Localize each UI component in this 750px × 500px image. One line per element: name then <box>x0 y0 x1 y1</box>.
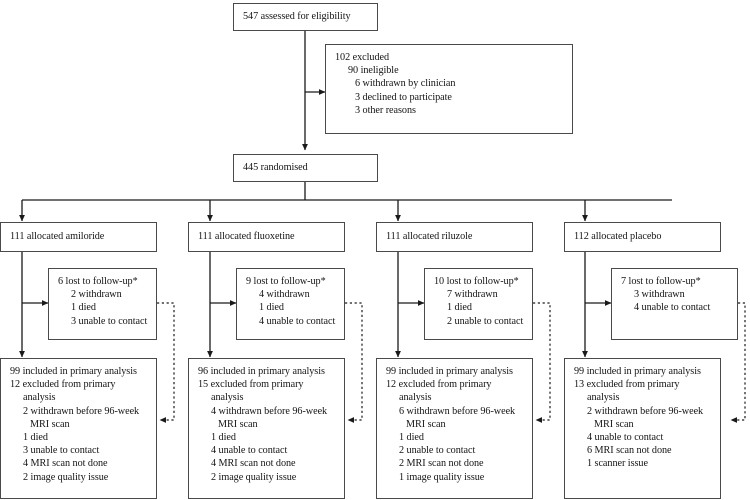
node-line: 7 lost to follow-up* <box>621 276 701 287</box>
node-line: 3 declined to participate <box>355 91 452 103</box>
node-line: 99 included in primary analysis <box>574 366 701 377</box>
node-lines: 112 allocated placebo <box>574 230 661 243</box>
node-line: 1 died <box>399 432 424 444</box>
node-line: 102 excluded <box>335 52 389 63</box>
edge-fluoxetine-lost-to-analysis-dashed <box>345 302 363 423</box>
node-line: 445 randomised <box>243 162 308 174</box>
node-line: 4 withdrawn before 96-week <box>211 405 328 417</box>
node-line: analysis <box>587 392 620 404</box>
node-line: 1 died <box>447 302 472 314</box>
edge-riluzole-lost-to-analysis-dashed <box>533 302 551 423</box>
node-line: 7 withdrawn <box>447 289 498 301</box>
node-line: 4 MRI scan not done <box>23 458 108 470</box>
node-line: 3 other reasons <box>355 104 416 116</box>
node-line: analysis <box>23 392 56 404</box>
node-line: 90 ineligible <box>348 65 399 77</box>
node-line: 15 excluded from primary <box>198 379 304 391</box>
node-line: 112 allocated placebo <box>574 231 662 243</box>
node-allocation-riluzole: 111 allocated riluzole <box>376 222 533 252</box>
edge-amiloride-lost-to-analysis-dashed <box>157 302 175 423</box>
node-line: 2 image quality issue <box>211 471 297 483</box>
node-line: 111 allocated amiloride <box>10 231 105 243</box>
node-line: 1 image quality issue <box>399 471 485 483</box>
node-line: 547 assessed for eligibility <box>243 11 351 23</box>
node-line: 12 excluded from primary <box>10 379 116 391</box>
node-line: MRI scan <box>30 418 70 430</box>
node-assessed-for-eligibility: 547 assessed for eligibility <box>233 3 378 31</box>
node-line: 2 image quality issue <box>23 471 109 483</box>
node-line: 6 withdrawn by clinician <box>355 78 456 90</box>
node-line: 3 unable to contact <box>71 315 148 327</box>
node-lines: 445 randomised <box>243 161 308 174</box>
node-line: 6 MRI scan not done <box>587 445 672 457</box>
node-primary-analysis-fluoxetine: 96 included in primary analysis 15 exclud… <box>188 358 345 499</box>
node-line: MRI scan <box>406 418 446 430</box>
node-primary-analysis-placebo: 99 included in primary analysis 13 exclud… <box>564 358 721 499</box>
node-randomised: 445 randomised <box>233 154 378 182</box>
node-line: analysis <box>399 392 432 404</box>
node-line: 111 allocated fluoxetine <box>198 231 295 243</box>
node-line: 3 withdrawn <box>634 289 685 301</box>
node-line: 99 included in primary analysis <box>10 366 137 377</box>
node-lines: 111 allocated amiloride <box>10 230 104 243</box>
node-line: 4 withdrawn <box>259 289 310 301</box>
node-allocation-fluoxetine: 111 allocated fluoxetine <box>188 222 345 252</box>
node-line: 4 unable to contact <box>587 432 664 444</box>
node-line: 4 unable to contact <box>259 315 336 327</box>
node-line: 2 withdrawn before 96-week <box>587 405 704 417</box>
node-line: MRI scan <box>218 418 258 430</box>
node-primary-analysis-amiloride: 99 included in primary analysis 12 exclud… <box>0 358 157 499</box>
node-line: 2 withdrawn before 96-week <box>23 405 140 417</box>
node-line: 99 included in primary analysis <box>386 366 513 377</box>
node-lines: 99 included in primary analysis 12 exclud… <box>386 365 524 484</box>
node-lines: 99 included in primary analysis 12 exclud… <box>10 365 148 484</box>
node-line: 2 MRI scan not done <box>399 458 484 470</box>
node-line: 96 included in primary analysis <box>198 366 325 377</box>
node-line: 2 withdrawn <box>71 289 122 301</box>
node-line: 4 MRI scan not done <box>211 458 296 470</box>
node-line: 2 unable to contact <box>399 445 476 457</box>
node-line: 6 lost to follow-up* <box>58 276 138 287</box>
node-line: 1 died <box>259 302 284 314</box>
node-allocation-placebo: 112 allocated placebo <box>564 222 721 252</box>
node-line: 1 scanner issue <box>587 458 648 470</box>
node-line: MRI scan <box>594 418 634 430</box>
node-line: 9 lost to follow-up* <box>246 276 326 287</box>
node-line: 4 unable to contact <box>211 445 288 457</box>
node-lines: 99 included in primary analysis 13 exclud… <box>574 365 712 471</box>
node-line: analysis <box>211 392 244 404</box>
node-line: 4 unable to contact <box>634 302 711 314</box>
node-lines: 547 assessed for eligibility <box>243 10 351 23</box>
node-line: 10 lost to follow-up* <box>434 276 519 287</box>
node-line: 1 died <box>71 302 96 314</box>
node-line: 1 died <box>211 432 236 444</box>
node-lines: 111 allocated riluzole <box>386 230 472 243</box>
node-line: 12 excluded from primary <box>386 379 492 391</box>
node-line: 13 excluded from primary <box>574 379 680 391</box>
node-primary-analysis-riluzole: 99 included in primary analysis 12 exclud… <box>376 358 533 499</box>
node-line: 111 allocated riluzole <box>386 231 473 243</box>
node-line: 3 unable to contact <box>23 445 100 457</box>
node-allocation-amiloride: 111 allocated amiloride <box>0 222 157 252</box>
node-lines: 96 included in primary analysis 15 exclud… <box>198 365 336 484</box>
node-line: 6 withdrawn before 96-week <box>399 405 516 417</box>
node-line: 2 unable to contact <box>447 315 524 327</box>
node-line: 1 died <box>23 432 48 444</box>
node-lines: 111 allocated fluoxetine <box>198 230 295 243</box>
